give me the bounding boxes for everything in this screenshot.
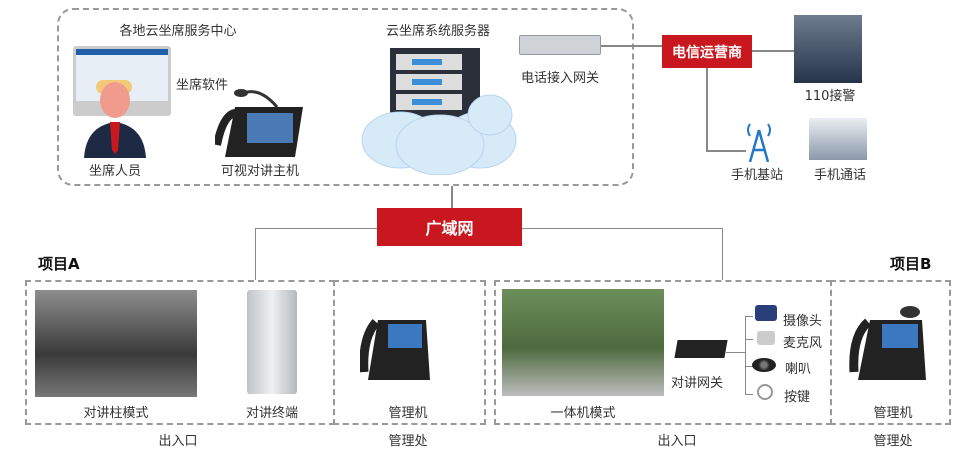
service-center-region bbox=[57, 8, 634, 186]
carrier-box: 电信运营商 bbox=[662, 35, 752, 68]
project-a-office-region bbox=[333, 280, 486, 425]
camera-icon bbox=[755, 305, 777, 321]
gateway-label: 电话接入网关 bbox=[520, 71, 600, 86]
speaker-icon bbox=[752, 358, 776, 372]
office-label-b: 管理处 bbox=[873, 434, 913, 449]
device-mic-label: 麦克风 bbox=[783, 336, 823, 351]
police-photo bbox=[794, 15, 862, 83]
device-speaker-label: 喇叭 bbox=[785, 362, 812, 377]
mobile-caller-photo bbox=[809, 118, 867, 160]
agent-label: 坐席人员 bbox=[88, 164, 142, 179]
entrance-label-b: 出入口 bbox=[657, 434, 697, 449]
manager-phone-icon-b bbox=[849, 306, 926, 380]
device-button-label: 按键 bbox=[784, 390, 811, 405]
cloud-server-icon bbox=[361, 48, 517, 175]
intercom-terminal-icon bbox=[247, 290, 297, 394]
device-camera-label: 摄像头 bbox=[783, 314, 823, 329]
office-label-a: 管理处 bbox=[388, 434, 428, 449]
video-intercom-host-icon bbox=[215, 89, 303, 157]
pillar-mode-label: 对讲柱模式 bbox=[83, 406, 149, 421]
intercom-gateway-label: 对讲网关 bbox=[670, 376, 724, 391]
base-station-label: 手机基站 bbox=[730, 168, 784, 183]
manager-phone-icon bbox=[360, 319, 430, 380]
allinone-mode-photo bbox=[502, 289, 664, 396]
project-b-office-region bbox=[830, 280, 951, 425]
manager-label-a: 管理机 bbox=[388, 406, 428, 421]
service-center-title: 各地云坐席服务中心 bbox=[119, 24, 237, 39]
police-label: 110接警 bbox=[804, 89, 856, 104]
allinone-label: 一体机模式 bbox=[550, 406, 616, 421]
entrance-label-a: 出入口 bbox=[158, 434, 198, 449]
terminal-label: 对讲终端 bbox=[245, 406, 299, 421]
phone-gateway-icon bbox=[519, 35, 601, 55]
software-label: 坐席软件 bbox=[175, 78, 229, 93]
button-icon bbox=[757, 384, 773, 400]
pillar-mode-photo bbox=[35, 290, 197, 397]
microphone-icon bbox=[757, 331, 775, 345]
project-a-title: 项目A bbox=[38, 255, 80, 273]
server-title: 云坐席系统服务器 bbox=[385, 24, 491, 39]
base-station-icon bbox=[747, 123, 771, 162]
agent-person-icon bbox=[84, 80, 146, 158]
intercom-gateway-icon bbox=[674, 340, 728, 358]
wan-box: 广域网 bbox=[377, 208, 522, 246]
project-b-title: 项目B bbox=[890, 255, 932, 273]
manager-label-b: 管理机 bbox=[873, 406, 913, 421]
mobile-call-label: 手机通话 bbox=[813, 168, 867, 183]
video-host-label: 可视对讲主机 bbox=[220, 164, 300, 179]
